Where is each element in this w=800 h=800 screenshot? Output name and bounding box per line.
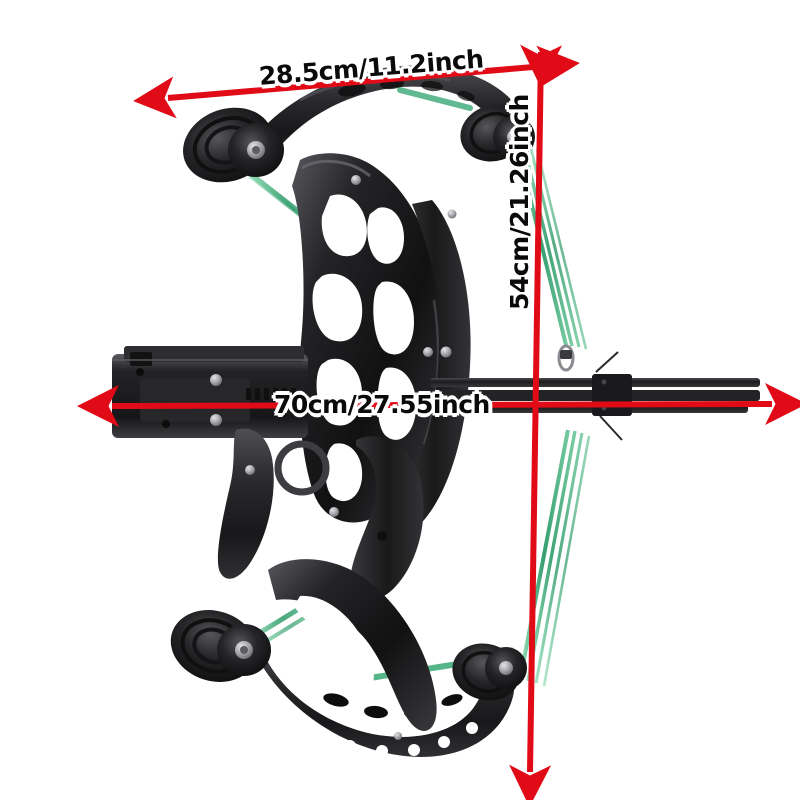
trigger-guard — [274, 436, 424, 601]
dimension-arrow-height — [509, 44, 563, 800]
riser-secondary-arm — [397, 200, 471, 531]
dimension-arrow-width — [133, 45, 580, 119]
dimension-label-height: 54cm/21.26inch — [503, 92, 537, 313]
lower-cam-wheel — [170, 610, 271, 682]
lower-riser-frame — [268, 559, 437, 731]
upper-cam-wheel — [183, 107, 284, 183]
dimension-arrow-length — [77, 383, 800, 427]
pistol-grip — [217, 428, 274, 579]
dimension-label-length: 70cm/27.55inch — [272, 388, 493, 422]
